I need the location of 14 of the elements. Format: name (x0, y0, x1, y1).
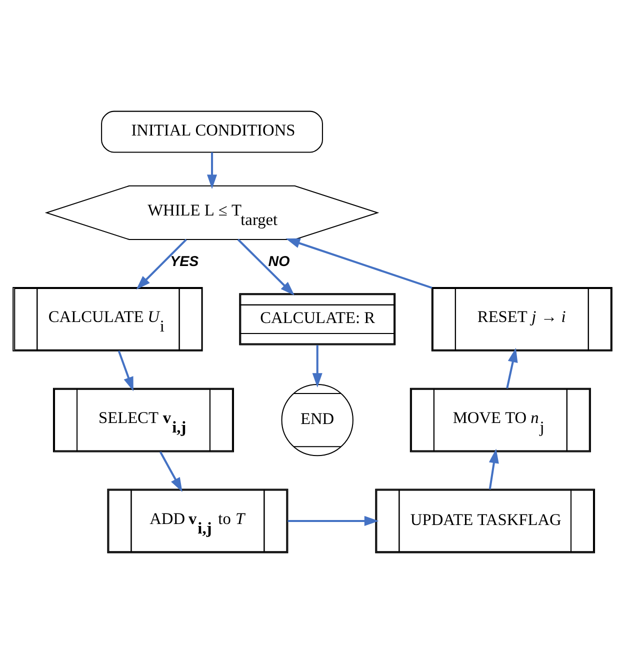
arrow (285, 238, 432, 288)
arrow (206, 152, 217, 188)
arrow (488, 448, 498, 489)
arrow (312, 344, 322, 388)
node-circle: END (280, 383, 353, 456)
arrow (117, 350, 133, 391)
arrow (136, 238, 186, 290)
edge-label: YES (170, 254, 198, 270)
arrow (287, 515, 378, 526)
arrow (236, 238, 294, 296)
arrow (506, 347, 518, 388)
node-box: INITIAL CONDITIONS (100, 110, 322, 152)
arrow (158, 450, 182, 492)
edge-label: NO (268, 254, 290, 270)
